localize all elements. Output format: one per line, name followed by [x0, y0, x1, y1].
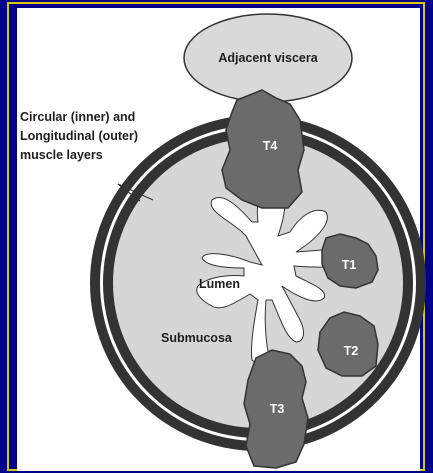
label-muscle-line1: Circular (inner) and: [20, 110, 135, 124]
label-adjacent-viscera: Adjacent viscera: [218, 51, 318, 65]
label-submucosa: Submucosa: [161, 331, 233, 345]
label-t4: T4: [263, 139, 278, 153]
label-muscle-line2: Longitudinal (outer): [20, 129, 138, 143]
label-t3: T3: [270, 402, 285, 416]
label-t1: T1: [342, 258, 357, 272]
label-t2: T2: [344, 344, 359, 358]
label-muscle-line3: muscle layers: [20, 148, 103, 162]
label-lumen: Lumen: [199, 277, 240, 291]
